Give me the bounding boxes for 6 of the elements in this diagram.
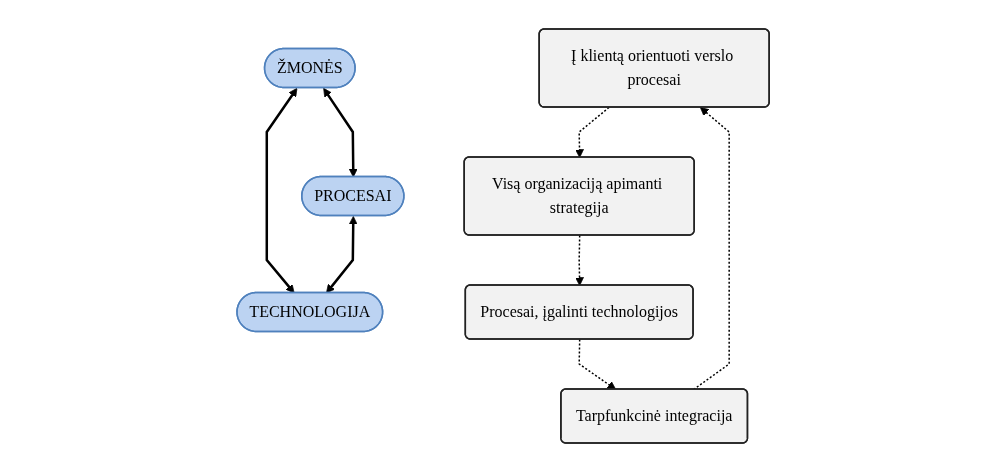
arrow (575, 234, 585, 286)
arrow (323, 87, 359, 178)
arrow (575, 106, 611, 158)
arrow (265, 87, 298, 294)
arrow (578, 338, 617, 390)
arrow (326, 216, 359, 294)
